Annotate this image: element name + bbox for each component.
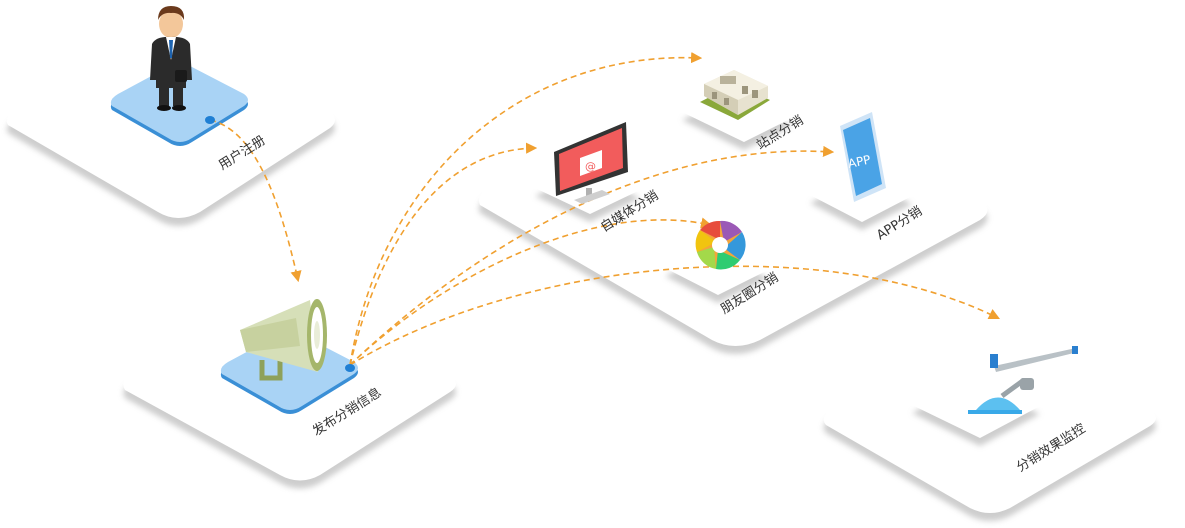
camera-aperture-icon xyxy=(695,220,746,270)
megaphone-icon xyxy=(240,299,327,381)
building-icon xyxy=(700,70,770,120)
microscope-icon xyxy=(968,346,1078,414)
businessman-icon xyxy=(150,6,192,111)
monitor-email-icon: @ xyxy=(554,122,628,204)
tile-monitor xyxy=(912,374,1040,438)
flow-start-dots xyxy=(205,116,355,372)
flow-arrows xyxy=(209,52,1001,366)
svg-text:@: @ xyxy=(585,160,596,173)
app-screen-text: APP xyxy=(847,153,872,171)
tile-moments xyxy=(665,244,768,295)
phone-app-icon: APP xyxy=(840,112,886,202)
